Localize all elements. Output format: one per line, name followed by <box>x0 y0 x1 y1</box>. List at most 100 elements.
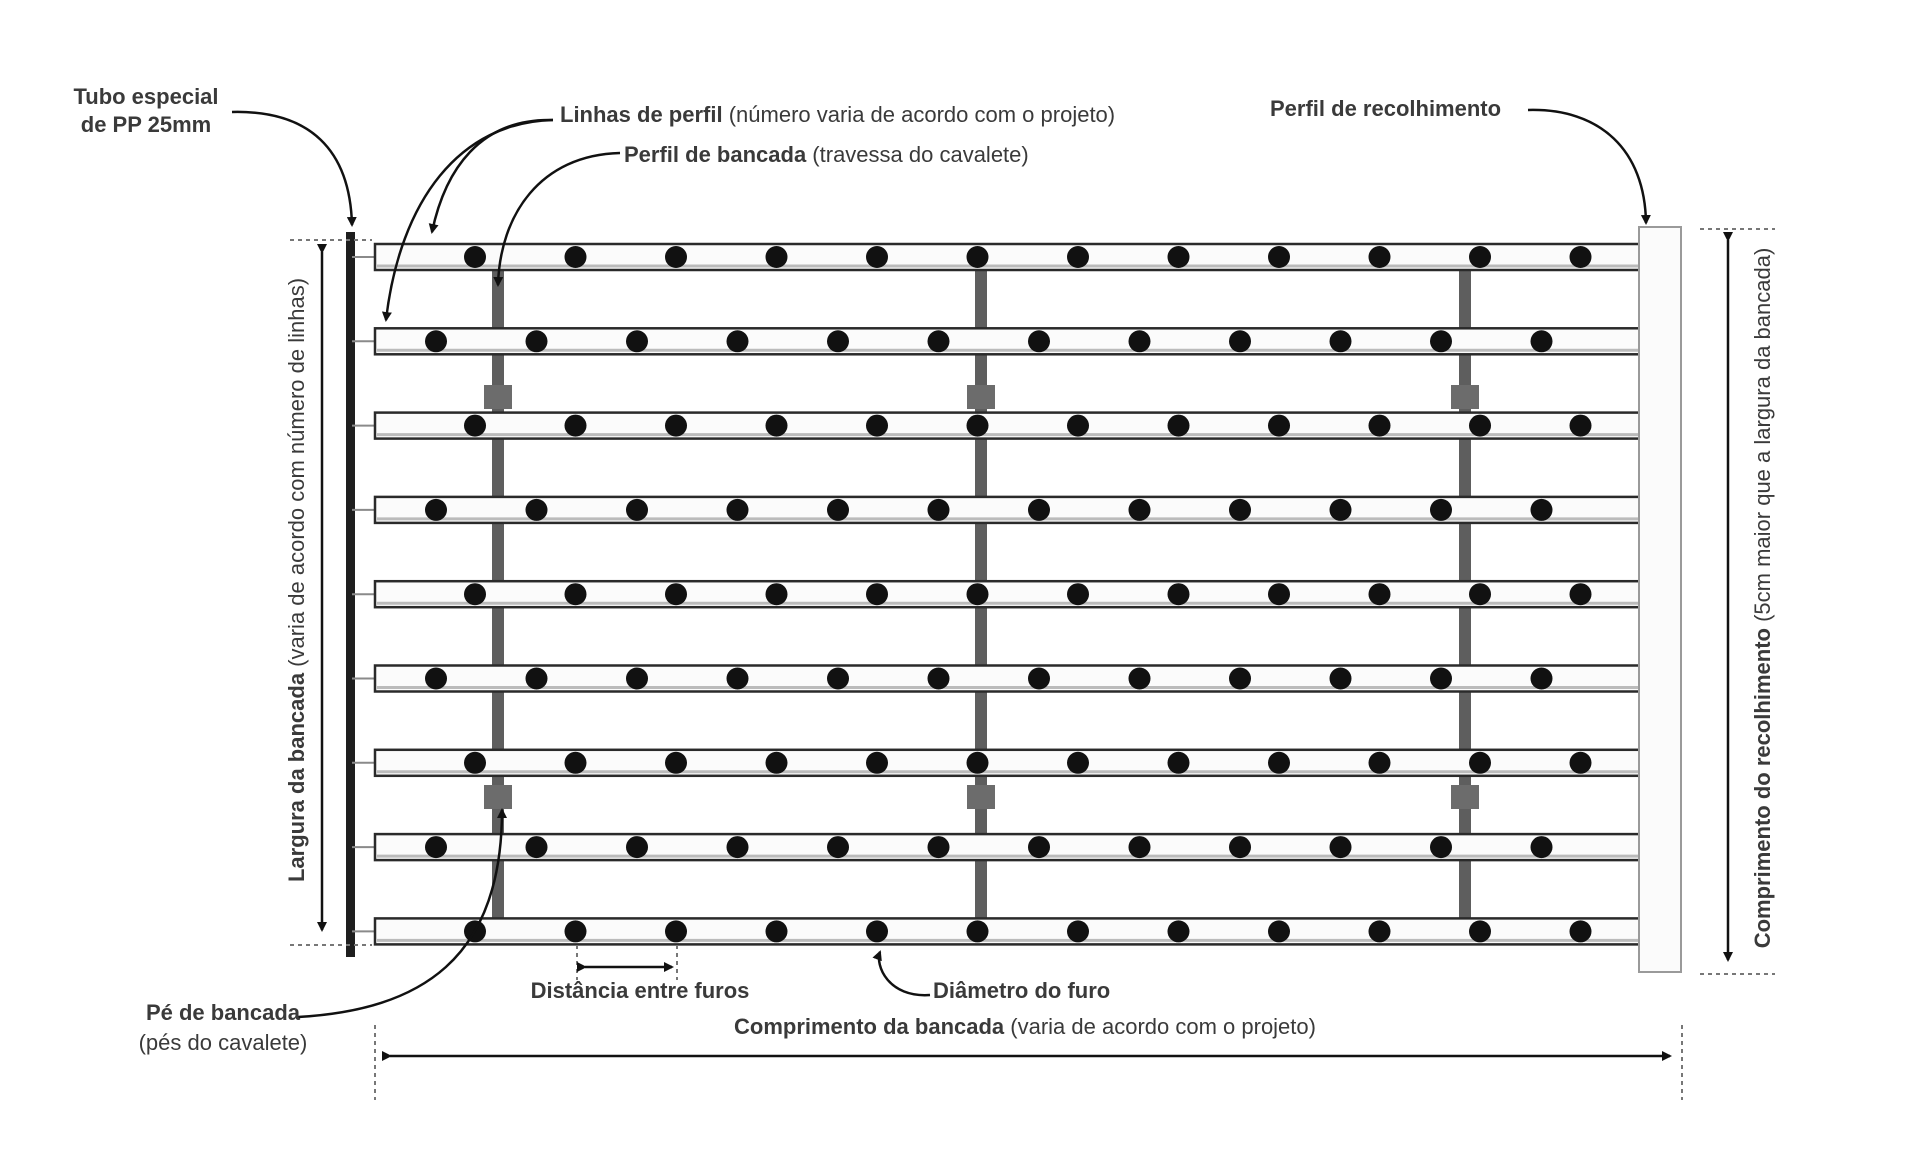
comp-recolh-label-bold: Comprimento do recolhimento <box>1750 628 1775 948</box>
hole <box>464 583 486 606</box>
collection-profile <box>1638 226 1682 973</box>
hole <box>1128 836 1151 859</box>
distancia-label: Distância entre furos <box>531 978 750 1003</box>
hole <box>626 667 648 690</box>
profile-row <box>352 411 1642 440</box>
bancada-label-bold: Perfil de bancada <box>624 142 807 167</box>
hole <box>1469 920 1491 943</box>
hole <box>1329 330 1352 353</box>
comp-recolh-label: Comprimento do recolhimento (5cm maior q… <box>1750 248 1775 949</box>
profile-row <box>352 664 1642 693</box>
hole <box>1229 836 1251 859</box>
pe-note: (pés do cavalete) <box>139 1030 308 1055</box>
bancada-leader <box>493 151 621 287</box>
linhas-leader-1 <box>428 118 554 234</box>
hole <box>525 836 548 859</box>
hole <box>927 498 950 521</box>
hole <box>525 667 548 690</box>
largura-label: Largura da bancada (varia de acordo com … <box>284 278 309 882</box>
hole <box>1569 920 1592 943</box>
hole <box>626 498 648 521</box>
hole <box>1229 330 1251 353</box>
hole <box>1569 751 1592 774</box>
hole <box>564 583 587 606</box>
hole <box>827 836 849 859</box>
hole <box>665 246 687 268</box>
hole <box>726 667 749 690</box>
hole <box>525 330 548 353</box>
hole <box>1430 836 1452 859</box>
hole <box>1229 498 1251 521</box>
hole <box>1028 667 1050 690</box>
hole <box>1167 583 1190 606</box>
hole <box>827 330 849 353</box>
hole <box>966 920 989 943</box>
hole <box>927 330 950 353</box>
profile-row <box>352 327 1642 356</box>
hole <box>1329 836 1352 859</box>
hole <box>966 246 989 268</box>
hole <box>1530 667 1553 690</box>
hole <box>1430 667 1452 690</box>
hole <box>1469 583 1491 606</box>
hole <box>564 414 587 437</box>
hole <box>1268 246 1290 268</box>
hole <box>1167 246 1190 268</box>
hole <box>1469 414 1491 437</box>
hole <box>464 414 486 437</box>
profile-row <box>352 917 1642 946</box>
pe-label: Pé de bancada <box>146 1000 301 1025</box>
hole <box>1329 498 1352 521</box>
diametro-label: Diâmetro do furo <box>933 978 1110 1003</box>
recolhimento-leader <box>1527 108 1651 225</box>
hole <box>564 751 587 774</box>
hole <box>1268 414 1290 437</box>
hole <box>1067 751 1089 774</box>
hole <box>1469 246 1491 268</box>
stand-bracket <box>484 385 512 409</box>
hole <box>1167 414 1190 437</box>
hole <box>1067 583 1089 606</box>
hole <box>425 498 447 521</box>
profile-row <box>352 748 1642 778</box>
hole <box>827 498 849 521</box>
linhas-label-note: (número varia de acordo com o projeto) <box>723 102 1116 127</box>
hole <box>1368 751 1391 774</box>
hole <box>765 583 788 606</box>
hole <box>927 667 950 690</box>
hole <box>1569 414 1592 437</box>
hole <box>1569 583 1592 606</box>
hole <box>1329 667 1352 690</box>
tubo-leader <box>231 110 357 227</box>
hole <box>1430 330 1452 353</box>
hole <box>1530 498 1553 521</box>
hole <box>564 920 587 943</box>
hole <box>966 751 989 774</box>
hole <box>665 920 687 943</box>
hole <box>1430 498 1452 521</box>
diametro-leader <box>872 950 931 997</box>
comp-bancada-label-bold: Comprimento da bancada <box>734 1014 1005 1039</box>
hole <box>626 836 648 859</box>
hole <box>726 836 749 859</box>
hole <box>1469 751 1491 774</box>
hole <box>1368 583 1391 606</box>
hole <box>827 667 849 690</box>
profile-rows <box>352 242 1642 946</box>
largura-label-note: (varia de acordo com número de linhas) <box>284 278 309 673</box>
hole <box>765 751 788 774</box>
hole <box>726 330 749 353</box>
hole <box>1028 330 1050 353</box>
hole <box>1067 414 1089 437</box>
comp-recolh-label-note: (5cm maior que a largura da bancada) <box>1750 248 1775 628</box>
hole <box>765 246 788 268</box>
hole <box>1128 330 1151 353</box>
linhas-leader-2 <box>381 118 554 322</box>
hole <box>1368 920 1391 943</box>
hole <box>1368 246 1391 268</box>
hole <box>464 246 486 268</box>
hole <box>866 414 888 437</box>
largura-label-bold: Largura da bancada <box>284 672 309 882</box>
hole <box>1268 583 1290 606</box>
hole <box>1128 667 1151 690</box>
